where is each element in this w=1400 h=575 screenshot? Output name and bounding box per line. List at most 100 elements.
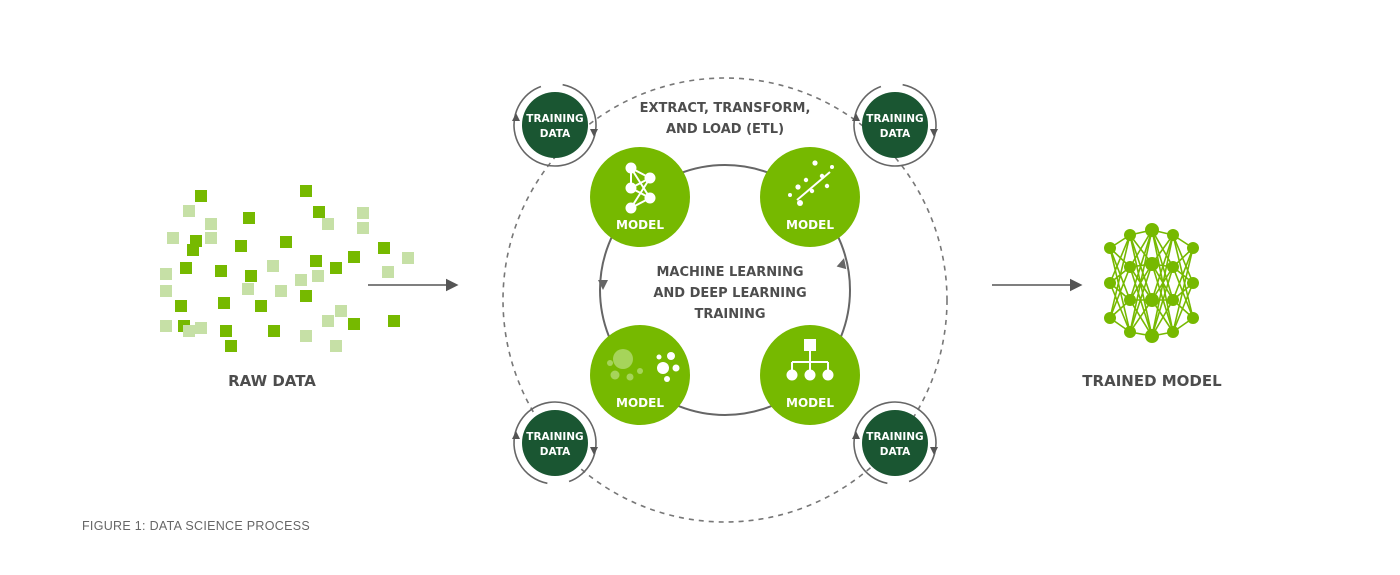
raw-data-square (167, 232, 179, 244)
training-data-label-line2: DATA (540, 446, 571, 458)
raw-data-square (313, 206, 325, 218)
model-label: MODEL (616, 396, 664, 410)
outer-dashed-cycle (502, 77, 948, 523)
raw-data-square (245, 270, 257, 282)
raw-data-square (348, 318, 360, 330)
training-data-label-line1: TRAINING (866, 431, 923, 443)
raw-data-square (183, 325, 195, 337)
center-label-line2: AND DEEP LEARNING (653, 286, 806, 301)
raw-data-square (187, 244, 199, 256)
trained-network-icon (1104, 223, 1199, 343)
raw-data-square (220, 325, 232, 337)
raw-data-square (218, 297, 230, 309)
raw-data-square (312, 270, 324, 282)
network-node (1104, 242, 1116, 254)
network-node (1167, 229, 1179, 241)
network-edge (1129, 266, 1153, 337)
network-node (1124, 326, 1136, 338)
raw-data-square (335, 305, 347, 317)
network-node (1124, 229, 1136, 241)
network-edge (1151, 234, 1174, 337)
raw-data-square (300, 185, 312, 197)
training-data-label-line2: DATA (540, 128, 571, 140)
training-data-label-line2: DATA (880, 446, 911, 458)
raw-data-square (310, 255, 322, 267)
network-edge (1129, 229, 1153, 268)
figure-caption: FIGURE 1: DATA SCIENCE PROCESS (82, 519, 310, 533)
raw-data-square (322, 218, 334, 230)
model-node-bottom-right: MODEL (760, 325, 860, 425)
network-edge (1129, 263, 1153, 333)
network-node (1145, 257, 1159, 271)
training-data-label-line1: TRAINING (526, 113, 583, 125)
network-node (1187, 312, 1199, 324)
etl-label-line2: AND LOAD (ETL) (666, 122, 784, 137)
raw-data-square (402, 252, 414, 264)
network-edge (1151, 263, 1174, 333)
network-node (1145, 223, 1159, 237)
network-node (1145, 293, 1159, 307)
raw-data-square (300, 330, 312, 342)
raw-data-square (330, 340, 342, 352)
network-node (1124, 261, 1136, 273)
raw-data-square (378, 242, 390, 254)
model-node-top-left: MODEL (590, 147, 690, 247)
network-edge (1129, 229, 1153, 301)
network-edge (1172, 247, 1194, 333)
inner-training-cycle (599, 164, 851, 416)
raw-data-square (268, 325, 280, 337)
raw-data-square (382, 266, 394, 278)
raw-data-square (322, 315, 334, 327)
raw-data-square (357, 222, 369, 234)
network-edge (1151, 234, 1174, 301)
training-data-node-bottom-left: TRAINING DATA (512, 401, 598, 485)
raw-data-square (280, 236, 292, 248)
training-data-node-bottom-right: TRAINING DATA (852, 401, 938, 485)
training-data-node-top-right: TRAINING DATA (852, 83, 938, 167)
raw-data-square (160, 285, 172, 297)
raw-data-square (300, 290, 312, 302)
model-node-top-right: MODEL (760, 147, 860, 247)
center-label-line1: MACHINE LEARNING (656, 265, 803, 280)
raw-data-square (295, 274, 307, 286)
model-label: MODEL (616, 218, 664, 232)
raw-data-square (388, 315, 400, 327)
network-edge (1109, 282, 1131, 333)
model-label: MODEL (786, 218, 834, 232)
raw-data-square (205, 232, 217, 244)
trained-model-label: TRAINED MODEL (1082, 372, 1222, 390)
etl-label-line1: EXTRACT, TRANSFORM, (640, 101, 811, 116)
raw-data-square (160, 268, 172, 280)
network-edge (1172, 282, 1194, 333)
model-label: MODEL (786, 396, 834, 410)
raw-data-square (205, 218, 217, 230)
network-edge (1109, 234, 1131, 319)
network-node (1104, 277, 1116, 289)
network-edge (1109, 247, 1131, 333)
inner-cycle-arrow-right (836, 258, 847, 270)
raw-data-square (242, 283, 254, 295)
raw-data-square (175, 300, 187, 312)
network-node (1104, 312, 1116, 324)
scatter-regression-icon (788, 160, 834, 206)
training-data-label-line2: DATA (880, 128, 911, 140)
training-data-label-line1: TRAINING (526, 431, 583, 443)
raw-data-square (235, 240, 247, 252)
training-data-node-top-left: TRAINING DATA (512, 83, 598, 167)
network-node (1167, 294, 1179, 306)
raw-data-square (330, 262, 342, 274)
network-edge (1151, 266, 1174, 337)
network-node (1124, 294, 1136, 306)
network-node (1187, 242, 1199, 254)
raw-data-square (243, 212, 255, 224)
network-node (1167, 326, 1179, 338)
network-edge (1129, 234, 1153, 337)
decision-tree-icon (786, 339, 834, 381)
inner-cycle-arrow-left (598, 280, 608, 290)
raw-data-square (183, 205, 195, 217)
network-node (1187, 277, 1199, 289)
model-node-bottom-left: MODEL (590, 325, 690, 425)
raw-data-label: RAW DATA (228, 372, 316, 390)
